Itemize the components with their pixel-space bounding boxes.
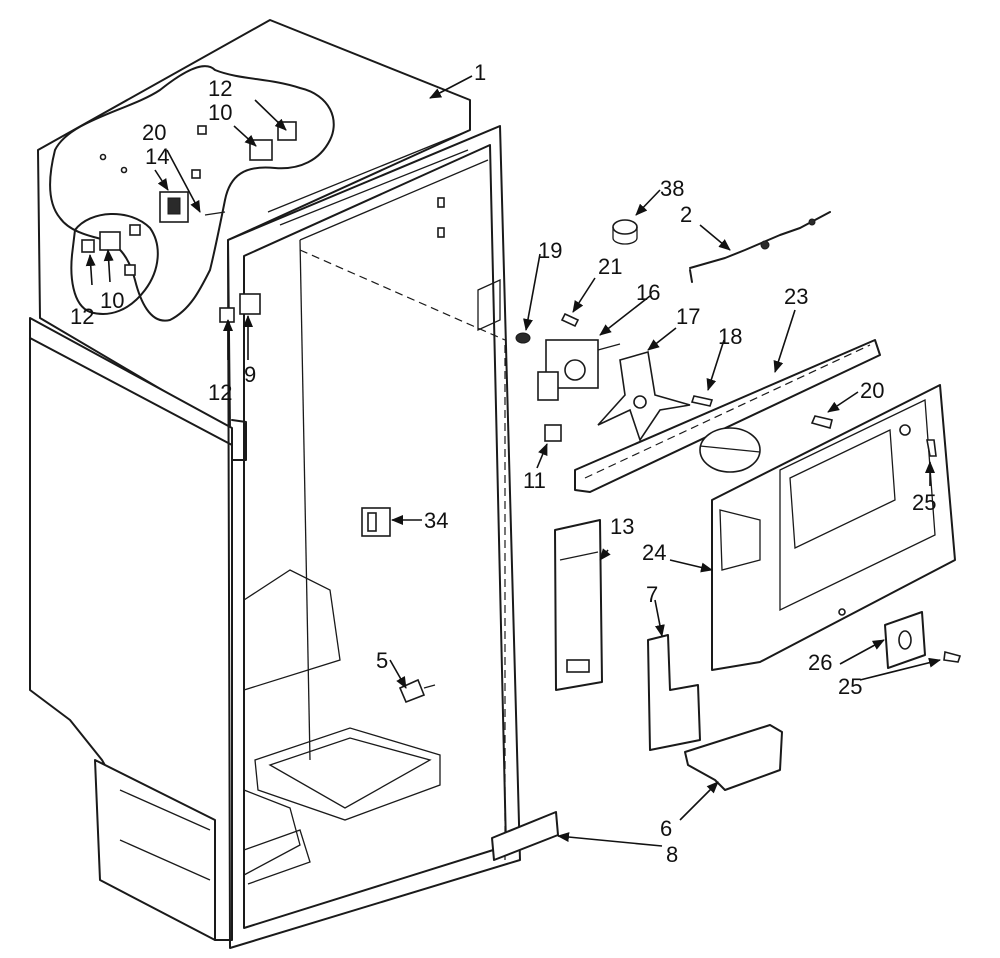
callout-12-top: 12 bbox=[208, 76, 232, 101]
callout-7: 7 bbox=[646, 582, 658, 607]
cabinet-front-flange bbox=[227, 125, 521, 949]
leader-arrows bbox=[85, 75, 941, 847]
liner-floor-bin bbox=[254, 727, 441, 821]
callout-16: 16 bbox=[636, 280, 660, 305]
evaporator-parts bbox=[491, 211, 962, 861]
part-25-screw-lower bbox=[943, 650, 962, 663]
callout-labels: 1 38 2 19 21 16 17 18 23 20 11 25 13 24 … bbox=[70, 60, 936, 867]
callout-2: 2 bbox=[680, 202, 692, 227]
callout-25-lower: 25 bbox=[838, 674, 862, 699]
part-8-trim-strip bbox=[491, 811, 559, 861]
callout-12-mid: 12 bbox=[208, 380, 232, 405]
callout-11: 11 bbox=[523, 468, 546, 493]
callout-20-left: 20 bbox=[142, 120, 166, 145]
callout-24: 24 bbox=[642, 540, 666, 565]
part-25-screw-upper bbox=[926, 439, 937, 457]
part-17-fan-blade bbox=[597, 350, 691, 442]
liner-floor-tray bbox=[243, 789, 301, 877]
part-10-bracket-left bbox=[99, 231, 121, 251]
part-11-clip bbox=[544, 424, 562, 442]
callout-9: 9 bbox=[244, 362, 256, 387]
callout-20-right: 20 bbox=[860, 378, 884, 403]
callout-12-left: 12 bbox=[70, 304, 94, 329]
callout-8: 8 bbox=[666, 842, 678, 867]
cabinet-top-panel bbox=[37, 19, 471, 431]
callout-1: 1 bbox=[474, 60, 486, 85]
callout-5: 5 bbox=[376, 648, 388, 673]
refrigerator-cabinet bbox=[29, 19, 521, 949]
callout-25-upper: 25 bbox=[912, 490, 936, 515]
callout-19: 19 bbox=[538, 238, 562, 263]
part-12-clip-left bbox=[81, 239, 95, 253]
part-9-clip bbox=[239, 293, 261, 315]
callout-26: 26 bbox=[808, 650, 832, 675]
part-23-fan-shroud bbox=[574, 339, 881, 493]
part-7-panel bbox=[647, 634, 701, 751]
callout-14: 14 bbox=[145, 144, 169, 169]
part-12-clip-mid bbox=[219, 307, 235, 323]
wiring-cutaway-left bbox=[70, 213, 159, 315]
callout-10-left: 10 bbox=[100, 288, 124, 313]
callout-6: 6 bbox=[660, 816, 672, 841]
part-18-screw bbox=[690, 395, 714, 407]
callout-10-top: 10 bbox=[208, 100, 232, 125]
part-24-evaporator-cover bbox=[711, 384, 956, 671]
cabinet-base bbox=[94, 759, 216, 941]
part-13-baffle bbox=[554, 519, 603, 691]
part-20-screw bbox=[810, 415, 833, 429]
callout-34: 34 bbox=[424, 508, 448, 533]
part-6-bracket bbox=[684, 724, 783, 791]
callout-17: 17 bbox=[676, 304, 700, 329]
callout-21: 21 bbox=[598, 254, 622, 279]
callout-18: 18 bbox=[718, 324, 742, 349]
part-19-grommet bbox=[515, 332, 531, 344]
callout-38: 38 bbox=[660, 176, 684, 201]
callout-13: 13 bbox=[610, 514, 634, 539]
callout-23: 23 bbox=[784, 284, 808, 309]
part-21-screw bbox=[560, 312, 580, 328]
part-38-grommet bbox=[612, 219, 638, 235]
